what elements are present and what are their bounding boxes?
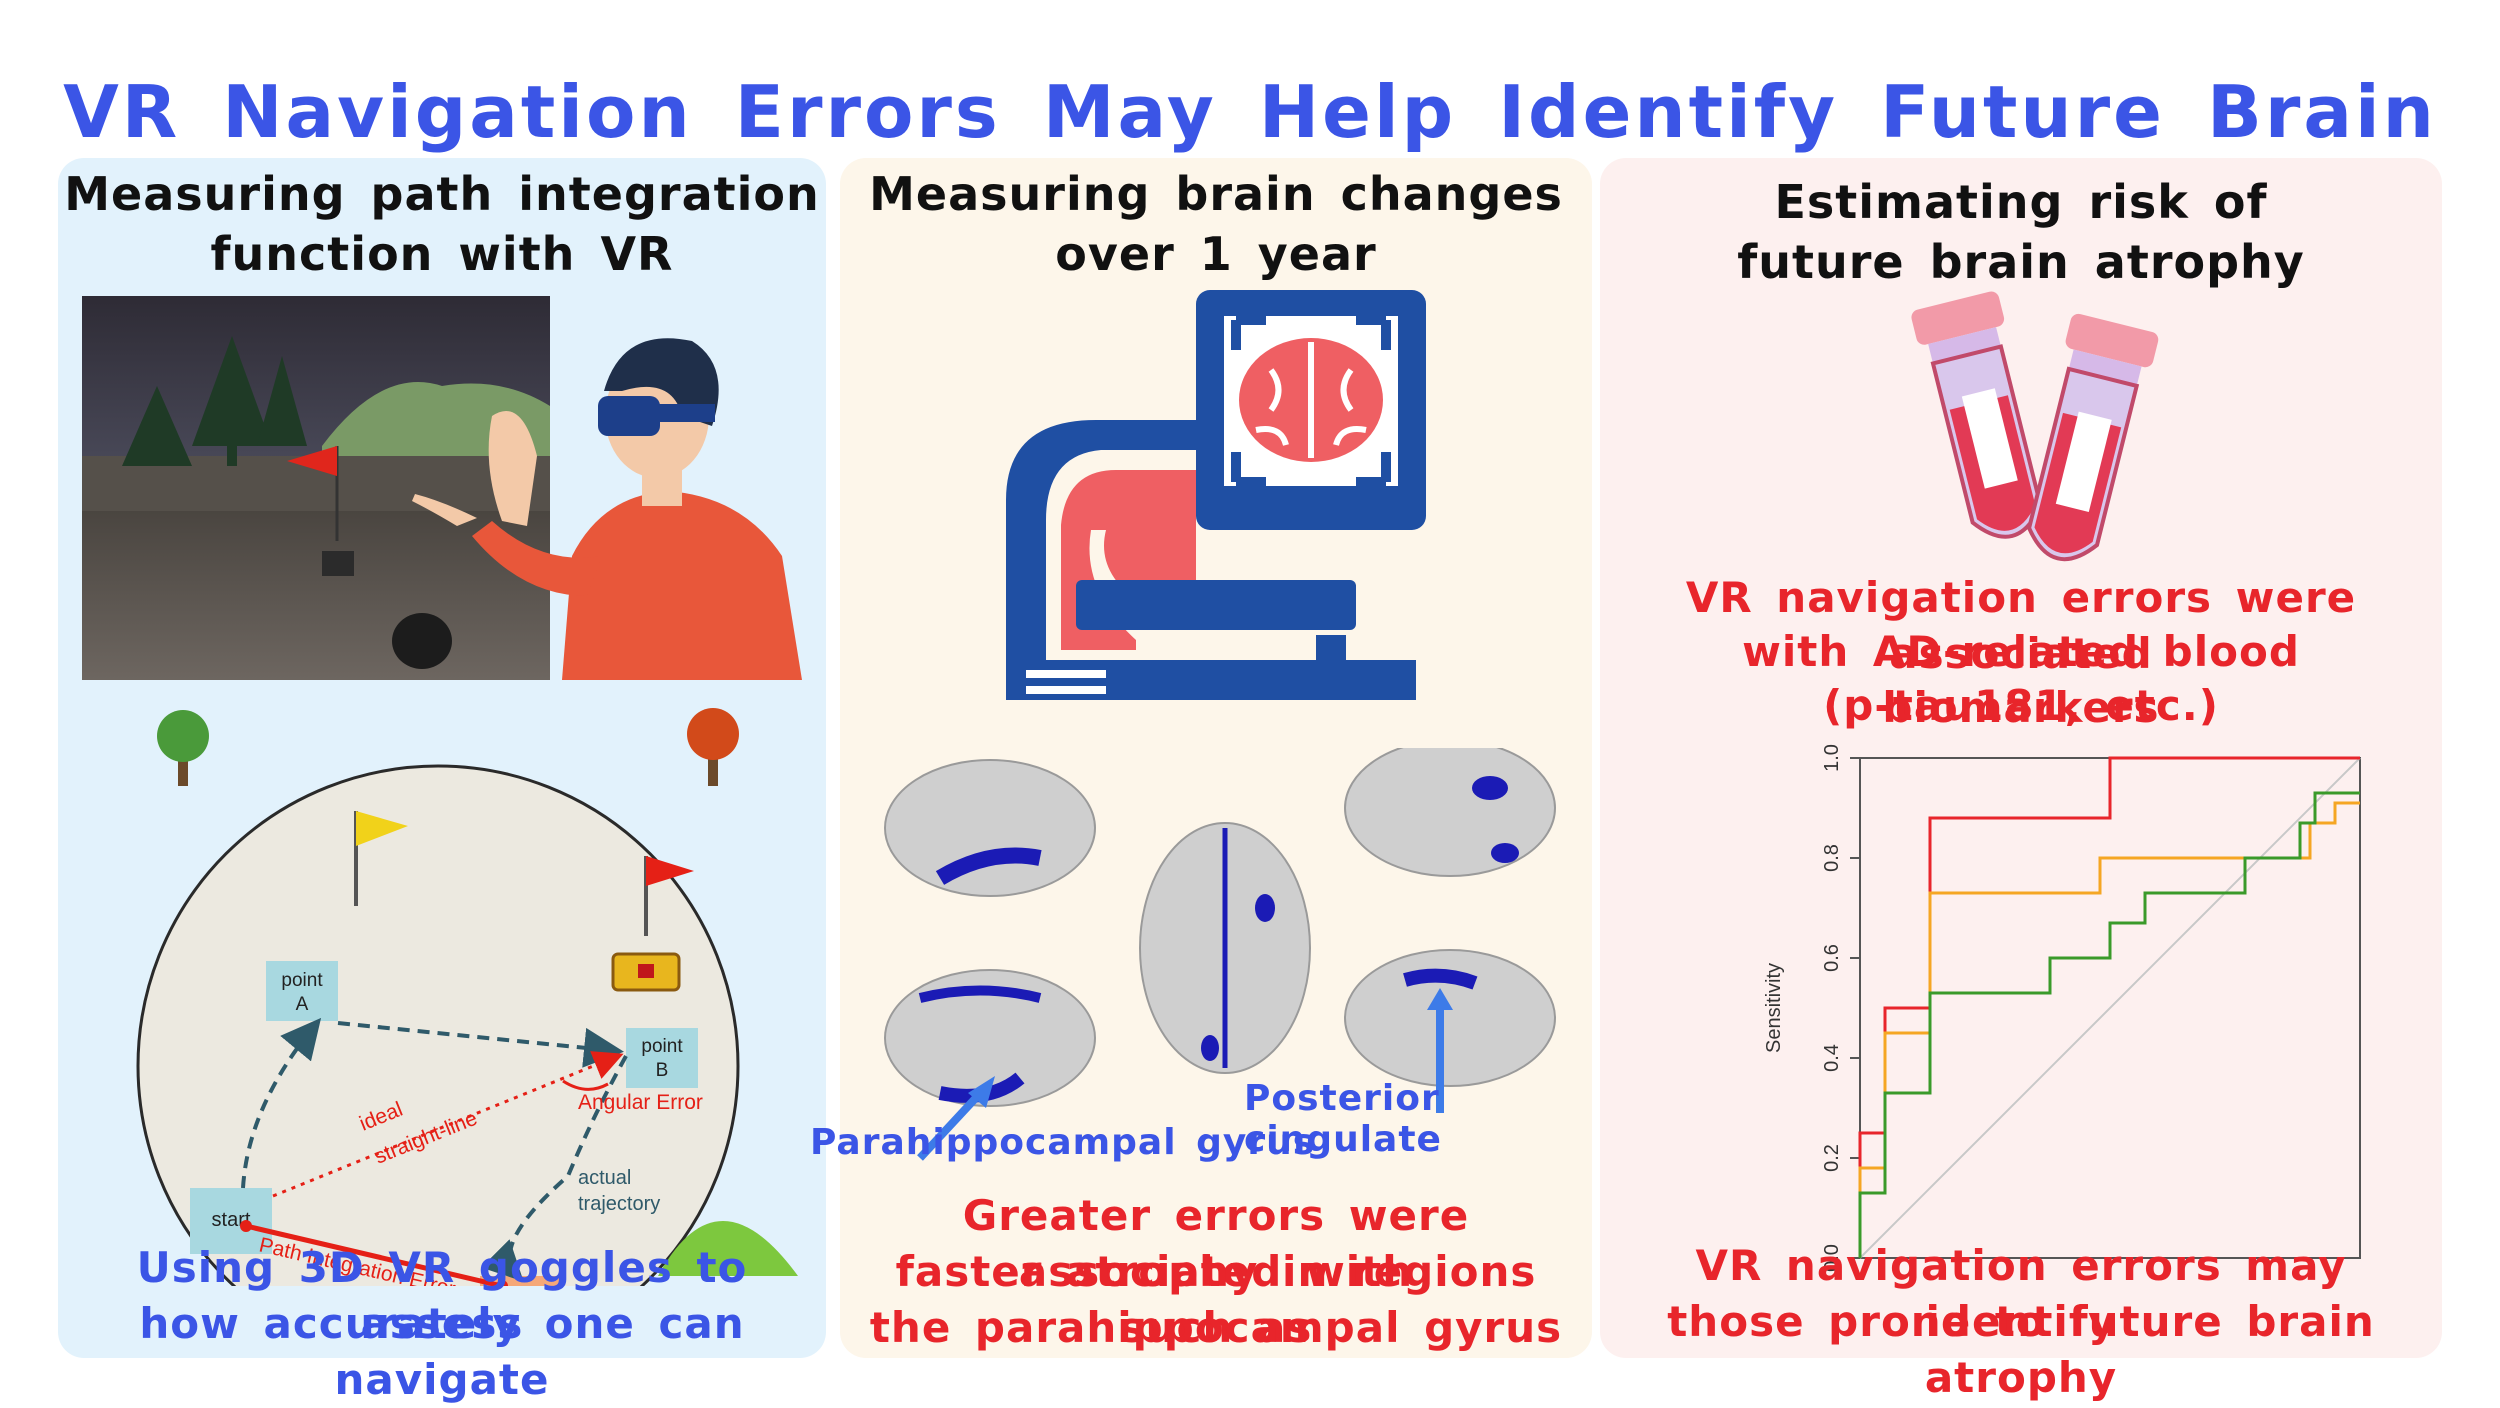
roc-curve-chart: Sensitivity 0.0 0.2 0.4 0.6 0.8 1.0 (1763, 744, 2361, 1272)
label-parahippocampal-gyrus: Parahippocampal gyrus (810, 1122, 1316, 1163)
label-posterior-cingulate: Posterior cingulate (1244, 1078, 1442, 1160)
point-a-box (266, 961, 338, 1021)
point-b-label: point (641, 1036, 683, 1057)
actual-trajectory-label: actual (578, 1167, 631, 1189)
path-integration-error-line (245, 1223, 503, 1286)
panel3-heading-line1: Estimating risk of (1774, 175, 2268, 229)
blood-tube-left-icon (1911, 291, 2043, 539)
flag-point-b-icon (644, 856, 694, 936)
tree-icon (157, 710, 209, 786)
roc-series-line-3 (1858, 791, 2360, 1258)
person-with-vr-goggles-icon (412, 338, 802, 680)
panel1-footer-line2: how accurately one can navigate (139, 1299, 745, 1404)
svg-text:A: A (296, 994, 309, 1015)
roc-ytick-label: 1.0 (1821, 744, 1843, 772)
brain-lateral-right (1344, 748, 1556, 877)
vr-object-icon (322, 551, 354, 576)
panel2-footer-line1: Greater errors were associated with (962, 1191, 1470, 1296)
vr-controller-icon (392, 613, 452, 669)
panel3-footer-line1: VR navigation errors may identify (1695, 1241, 2347, 1346)
start-box (190, 1188, 272, 1254)
panel-path-integration: Measuring path integration function with… (58, 158, 826, 1404)
path-start-to-a (241, 1017, 322, 1189)
flag-point-a-icon (354, 811, 408, 906)
svg-text:trajectory: trajectory (578, 1193, 660, 1215)
blood-tube-right-icon (2027, 313, 2159, 562)
treasure-chest-icon (611, 952, 681, 992)
roc-series-line-2 (1858, 801, 2360, 1258)
svg-text:B: B (656, 1060, 669, 1081)
brain-lateral-left (884, 759, 1096, 897)
panel3-footer-line2: those prone to future brain atrophy (1667, 1297, 2375, 1402)
flag-icon (287, 446, 339, 541)
autumn-tree-icon (687, 708, 739, 786)
roc-ytick-label: 0.8 (1821, 844, 1843, 872)
panel3-heading-line2: future brain atrophy (1737, 235, 2305, 289)
actual-trajectory-path (481, 1055, 628, 1282)
roc-ylabel: Sensitivity (1763, 963, 1785, 1053)
roc-ytick-label: 0.6 (1821, 944, 1843, 972)
panel1-heading-line2: function with VR (210, 227, 674, 281)
point-b-box (626, 1028, 698, 1088)
panel1-footer-line1: Using 3D VR goggles to assess (136, 1243, 748, 1348)
panel2-footer-line2: faster atrophy in regions such as (895, 1247, 1537, 1352)
arrow-parahippocampal (917, 1085, 988, 1161)
angular-error-label: Angular Error (578, 1091, 703, 1114)
panel2-heading-line1: Measuring brain changes (869, 167, 1563, 221)
panel-risk-estimation: Estimating risk of future brain atrophy … (1600, 158, 2442, 1402)
roc-diagonal (1859, 757, 2361, 1259)
end-point-label: end (504, 1284, 536, 1286)
brain-top-view (1139, 822, 1311, 1074)
roc-ytick-label: 0.4 (1821, 1044, 1843, 1072)
point-a-label: point (281, 970, 323, 991)
hill-icon (658, 1221, 798, 1276)
tree-icon (122, 336, 307, 466)
roc-ytick-label: 0.0 (1821, 1244, 1843, 1272)
vr-scene-illustration (82, 296, 802, 680)
panel1-heading-line1: Measuring path integration (64, 167, 820, 221)
mri-scanner-icon (1006, 290, 1426, 700)
brain-icon (1239, 338, 1383, 462)
blood-tubes-icon (1911, 291, 2159, 562)
roc-ytick-label: 0.2 (1821, 1144, 1843, 1172)
panel2-footer-line3: the parahippocampal gyrus (869, 1303, 1563, 1352)
panel3-finding-line1: VR navigation errors were associated (1685, 573, 2357, 678)
angular-error-arc (562, 1079, 609, 1091)
path-a-to-b (337, 1021, 624, 1068)
panel3-finding-line2: with AD-related blood biomarkers (1742, 627, 2300, 732)
arena-circle (136, 764, 740, 1286)
panel3-finding-line3: (p-tau181, etc.) (1823, 681, 2219, 730)
brain-medial-right (1344, 949, 1556, 1087)
ideal-straight-line (272, 1051, 624, 1198)
panel-brain-changes: Measuring brain changes over 1 year (810, 158, 1592, 1358)
panel2-heading-line2: over 1 year (1055, 227, 1377, 281)
path-integration-diagram: point A point B start end point ideal st… (136, 708, 798, 1286)
brain-atrophy-maps (884, 748, 1556, 1161)
